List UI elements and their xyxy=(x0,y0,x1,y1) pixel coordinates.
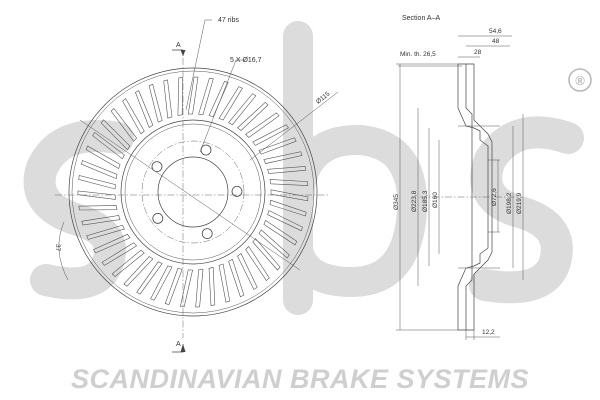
cooling-rib xyxy=(163,79,173,119)
cooling-rib xyxy=(252,124,289,146)
bolt-hole xyxy=(151,161,163,173)
dim-345-label: Ø345 xyxy=(393,194,400,210)
cooling-rib xyxy=(267,210,303,232)
section-marker-bottom: A xyxy=(176,341,181,348)
cooling-rib xyxy=(77,190,116,200)
dim-54-label: 54,6 xyxy=(489,28,502,35)
bolt-hole xyxy=(231,185,243,197)
ribs-label: 47 ribs xyxy=(218,17,240,24)
cooling-rib xyxy=(263,219,298,246)
cooling-rib xyxy=(208,266,216,306)
cooling-rib xyxy=(252,238,281,271)
cooling-rib xyxy=(93,233,131,254)
disc-outer-edge xyxy=(68,67,318,317)
dim-160-label: Ø160 xyxy=(432,192,439,208)
cooling-rib xyxy=(177,77,183,116)
cooling-rib xyxy=(123,256,154,287)
cooling-rib xyxy=(122,98,145,135)
dim-48-label: 48 xyxy=(492,38,500,45)
section-title: Section A–A xyxy=(402,15,440,22)
cooling-rib xyxy=(218,263,231,303)
cooling-rib xyxy=(78,175,116,190)
cooling-rib xyxy=(245,246,270,282)
cooling-rib xyxy=(228,93,257,126)
cooling-rib xyxy=(148,83,163,123)
side-dimension-arc xyxy=(58,221,69,281)
dim-72-label: Ø72,6 xyxy=(491,188,498,206)
bolt-holes-label: 5 X Ø16,7 xyxy=(230,57,262,64)
cooling-ribs xyxy=(77,76,309,308)
cooling-rib xyxy=(270,189,309,202)
bolt-hole xyxy=(201,228,213,240)
bolt-holes-leader-line xyxy=(199,59,245,153)
registered-mark: ® xyxy=(568,68,592,92)
cooling-rib xyxy=(101,242,138,266)
cooling-rib xyxy=(198,77,214,115)
dim-12-label: 12,2 xyxy=(482,329,495,336)
cooling-rib xyxy=(245,112,280,138)
cooling-rib xyxy=(195,269,204,308)
cooling-rib xyxy=(180,269,193,308)
cooling-rib xyxy=(258,137,297,155)
bolt-hole xyxy=(152,212,164,224)
cooling-rib xyxy=(110,108,137,142)
section-arrow-bottom xyxy=(180,344,186,352)
cooling-rib xyxy=(269,179,309,186)
cooling-rib xyxy=(78,205,118,211)
cooling-rib xyxy=(218,86,243,121)
bolt-hole xyxy=(200,144,212,156)
sbs-watermark-logo xyxy=(23,21,584,315)
dim-198-label: Ø198,2 xyxy=(506,192,513,214)
dim-185-label: Ø185,3 xyxy=(422,190,429,212)
cooling-rib xyxy=(237,253,258,290)
cooling-rib xyxy=(92,131,125,160)
cooling-rib xyxy=(263,151,303,164)
section-marker-top: A xyxy=(176,42,181,49)
dim-223-label: Ø223,8 xyxy=(411,190,418,212)
dim-219-label: Ø219,9 xyxy=(516,192,523,214)
cooling-rib xyxy=(111,249,145,277)
disc-section-profile xyxy=(457,63,489,331)
registered-symbol: ® xyxy=(575,73,585,88)
cooling-rib xyxy=(269,199,307,217)
cooling-rib xyxy=(86,224,125,240)
min-thickness-label: Min. th. 26,5 xyxy=(400,51,436,58)
side-dimension-label: 37 xyxy=(54,244,61,252)
cooling-rib xyxy=(237,101,269,131)
ribs-leader-line xyxy=(185,19,212,111)
diagonal-construction-line xyxy=(79,119,301,271)
cooling-rib xyxy=(135,90,154,128)
friction-inner-ring xyxy=(120,119,266,265)
hat-outer-ring xyxy=(124,123,262,261)
section-arrow-top xyxy=(180,50,186,56)
bolt-holes xyxy=(151,144,243,240)
cooling-rib xyxy=(81,160,118,180)
diameter-115-leader xyxy=(249,91,339,161)
cooling-rib xyxy=(258,229,290,259)
bolt-circle xyxy=(141,140,245,244)
cooling-rib xyxy=(100,119,131,151)
cooling-rib xyxy=(164,268,183,305)
cooling-rib xyxy=(81,215,121,226)
disc-outer-edge-inner xyxy=(71,70,315,314)
cooling-rib xyxy=(187,76,199,115)
cooling-rib xyxy=(150,265,173,301)
section-view: Section A–A 54,6 48 28 Min. th. 26,5 Ø34… xyxy=(393,15,524,340)
cooling-rib xyxy=(208,81,229,118)
cooling-rib xyxy=(228,258,245,298)
dim-28-label: 28 xyxy=(474,49,482,56)
brand-tagline: SCANDINAVIAN BRAKE SYSTEMS xyxy=(71,364,529,394)
cooling-rib xyxy=(136,261,163,295)
cooling-rib xyxy=(267,166,307,174)
center-bore xyxy=(157,156,229,228)
cooling-rib xyxy=(85,145,121,169)
